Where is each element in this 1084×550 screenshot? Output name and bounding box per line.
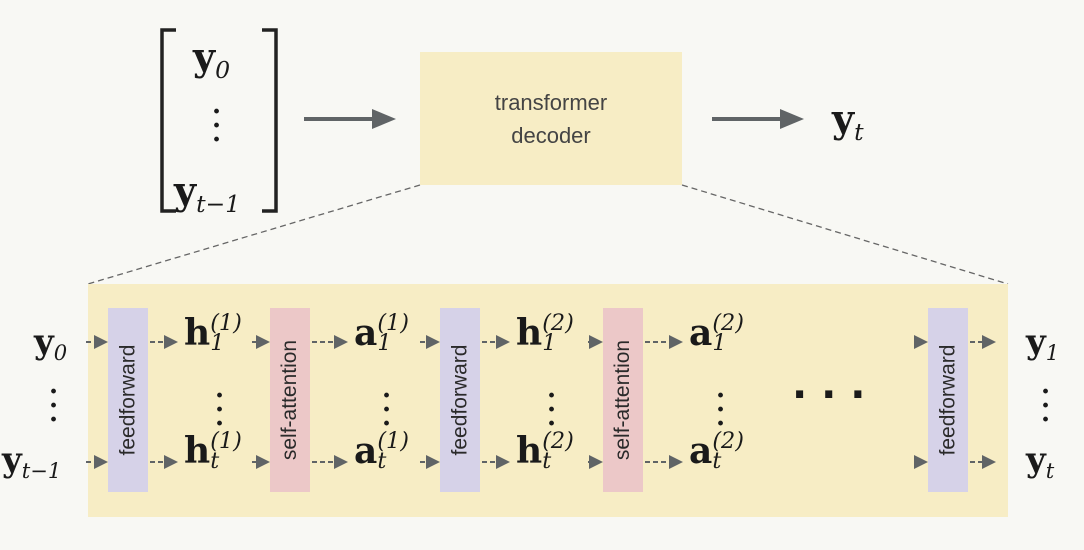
decoder-detail-panel [88,284,1008,517]
input-bracket [160,28,278,213]
decoder-label-line2: decoder [511,122,591,148]
layer-arrow-top-7 [645,335,683,349]
layer-arrow-bottom-12 [252,455,270,469]
layer-arrow-bottom-10 [86,455,108,469]
layer-arrow-top-4 [420,335,440,349]
input-y0: y0 [34,322,68,366]
self-attention-block-1: self-attention [270,308,310,492]
top-arrow-out [712,109,804,129]
transformer-decoder-box: transformer decoder [420,52,682,185]
layer-ellipsis: · · · [792,372,866,418]
h1-bottom: h (1)t [184,427,242,474]
layer-arrow-bottom-13 [312,455,348,469]
layer-arrow-top-8 [914,335,928,349]
a1-vdots: ... [382,374,392,432]
a2-vdots: ... [716,374,726,432]
output-y1: y1 [1026,322,1060,366]
feedforward-block-1: feedforward [108,308,148,492]
input-vdots: ... [49,370,59,428]
top-arrow-in [304,109,396,129]
a1-top: a (1)1 [354,309,409,356]
layer-arrow-bottom-19 [970,455,996,469]
feedforward-block-2: feedforward [440,308,480,492]
layer-arrow-bottom-15 [482,455,510,469]
feedforward-block-final: feedforward [928,308,968,492]
layer-arrow-top-9 [970,335,996,349]
a2-bottom: a (2)t [689,427,744,474]
output-yt: yt [1026,440,1055,484]
h2-vdots: ... [547,374,557,432]
layer-arrow-bottom-16 [588,455,603,469]
layer-arrow-bottom-14 [420,455,440,469]
layer-arrow-top-0 [86,335,108,349]
a1-bottom: a (1)t [354,427,409,474]
decoder-output: yt [832,96,864,147]
h1-vdots: ... [215,374,225,432]
layer-arrow-top-6 [588,335,603,349]
input-vector-last: yt−1 [174,168,241,219]
decoder-label-line1: transformer [494,89,608,115]
layer-arrow-top-5 [482,335,510,349]
input-vector-vdots: ... [212,90,222,148]
zoom-line-left [87,184,421,285]
a2-top: a (2)1 [689,309,744,356]
input-yt-1: yt−1 [2,440,62,484]
layer-arrow-bottom-17 [645,455,683,469]
layer-arrow-top-3 [312,335,348,349]
layer-arrow-top-2 [252,335,270,349]
layer-arrow-bottom-11 [150,455,178,469]
h1-top: h (1)1 [184,309,242,356]
output-vdots: ... [1041,370,1051,428]
layer-arrow-bottom-18 [914,455,928,469]
zoom-line-right [681,184,1009,285]
h2-top: h (2)1 [516,309,574,356]
input-vector-first: y0 [193,34,231,85]
self-attention-block-2: self-attention [603,308,643,492]
layer-arrow-top-1 [150,335,178,349]
h2-bottom: h (2)t [516,427,574,474]
